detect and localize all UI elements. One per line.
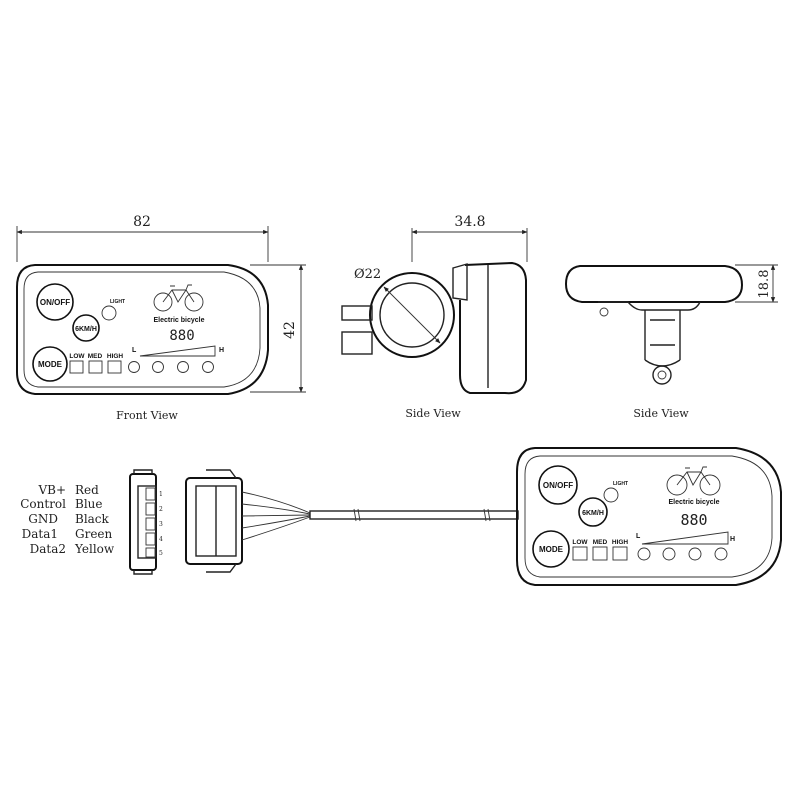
svg-text:Blue: Blue bbox=[75, 497, 103, 511]
svg-text:MED: MED bbox=[593, 539, 608, 546]
side-height-dimension: 18.8 bbox=[757, 270, 772, 299]
width-dimension: 82 bbox=[133, 214, 151, 230]
battery-wedge bbox=[641, 531, 729, 545]
depth-dimension: 34.8 bbox=[454, 214, 485, 230]
svg-text:L: L bbox=[636, 533, 641, 540]
side-view-caption-2: Side View bbox=[633, 407, 689, 420]
level-low-indicator bbox=[69, 360, 84, 374]
wiring-legend: VB+ Control GND Data1 Data2 Red Blue Bla… bbox=[20, 483, 115, 556]
display-illustration: ON/OFF LIGHT 6KM/H MODE Electric bicycle… bbox=[516, 447, 782, 586]
svg-text:LOW: LOW bbox=[572, 539, 588, 546]
level-high-indicator bbox=[612, 546, 628, 561]
side-view-bracket: 18.8 Side View bbox=[564, 264, 778, 420]
battery-led bbox=[688, 547, 702, 561]
side-view-caption-1: Side View bbox=[405, 407, 461, 420]
battery-led bbox=[152, 361, 164, 373]
svg-text:VB+: VB+ bbox=[37, 483, 66, 497]
svg-text:2: 2 bbox=[159, 506, 163, 513]
bicycle-icon bbox=[153, 284, 204, 312]
svg-text:Red: Red bbox=[75, 483, 99, 497]
wire-connector: 1 2 3 4 5 bbox=[129, 469, 519, 575]
battery-led bbox=[128, 361, 140, 373]
svg-text:Green: Green bbox=[75, 527, 113, 541]
svg-text:Data2: Data2 bbox=[30, 542, 66, 556]
svg-text:6KM/H: 6KM/H bbox=[75, 326, 97, 333]
svg-text:H: H bbox=[730, 536, 735, 543]
battery-led bbox=[637, 547, 651, 561]
svg-text:LOW: LOW bbox=[69, 353, 85, 360]
svg-text:GND: GND bbox=[28, 512, 58, 526]
svg-text:L: L bbox=[132, 347, 137, 354]
svg-text:HIGH: HIGH bbox=[107, 353, 124, 360]
svg-text:LIGHT: LIGHT bbox=[110, 299, 125, 305]
svg-text:MODE: MODE bbox=[38, 360, 63, 369]
svg-text:ON/OFF: ON/OFF bbox=[543, 481, 573, 490]
height-dimension: 42 bbox=[282, 321, 298, 339]
side-view-clamp: 34.8 Ø22 Side View bbox=[341, 214, 528, 420]
svg-text:5: 5 bbox=[159, 550, 163, 557]
svg-text:MODE: MODE bbox=[539, 545, 564, 554]
svg-text:4: 4 bbox=[159, 536, 163, 543]
level-low-indicator bbox=[572, 546, 588, 561]
light-indicator bbox=[603, 487, 619, 503]
front-view: 82 42 ON/OFF LIGHT 6KM/H MODE Electric b… bbox=[16, 214, 306, 422]
svg-text:Black: Black bbox=[75, 512, 110, 526]
speed-digits: 880 bbox=[169, 328, 194, 344]
speed-digits: 880 bbox=[680, 511, 707, 529]
level-med-indicator bbox=[88, 360, 103, 374]
svg-text:6KM/H: 6KM/H bbox=[582, 510, 604, 517]
front-housing bbox=[16, 264, 269, 395]
walk-assist-button[interactable] bbox=[72, 314, 100, 342]
brand-label: Electric bicycle bbox=[669, 499, 720, 506]
clamp-diameter: Ø22 bbox=[354, 267, 381, 282]
svg-text:3: 3 bbox=[159, 521, 163, 528]
battery-led bbox=[662, 547, 676, 561]
svg-text:LIGHT: LIGHT bbox=[613, 481, 628, 487]
on-off-button[interactable] bbox=[36, 283, 74, 321]
walk-assist-button[interactable] bbox=[578, 497, 608, 527]
battery-led bbox=[177, 361, 189, 373]
svg-text:1: 1 bbox=[159, 491, 163, 498]
battery-led bbox=[202, 361, 214, 373]
light-indicator bbox=[101, 305, 117, 321]
level-med-indicator bbox=[592, 546, 608, 561]
svg-text:H: H bbox=[219, 347, 224, 354]
battery-wedge bbox=[139, 345, 216, 357]
on-off-button[interactable] bbox=[538, 465, 578, 505]
brand-label: Electric bicycle bbox=[154, 317, 205, 324]
level-high-indicator bbox=[107, 360, 122, 374]
front-view-caption: Front View bbox=[116, 409, 178, 422]
mode-button[interactable] bbox=[32, 346, 68, 382]
svg-text:Yellow: Yellow bbox=[74, 542, 115, 556]
svg-text:HIGH: HIGH bbox=[612, 539, 629, 546]
mode-button[interactable] bbox=[532, 530, 570, 568]
svg-text:Control: Control bbox=[20, 497, 66, 511]
svg-text:MED: MED bbox=[88, 353, 103, 360]
bicycle-icon bbox=[666, 466, 721, 496]
svg-text:Data1: Data1 bbox=[22, 527, 58, 541]
battery-led bbox=[714, 547, 728, 561]
svg-text:ON/OFF: ON/OFF bbox=[40, 298, 70, 307]
